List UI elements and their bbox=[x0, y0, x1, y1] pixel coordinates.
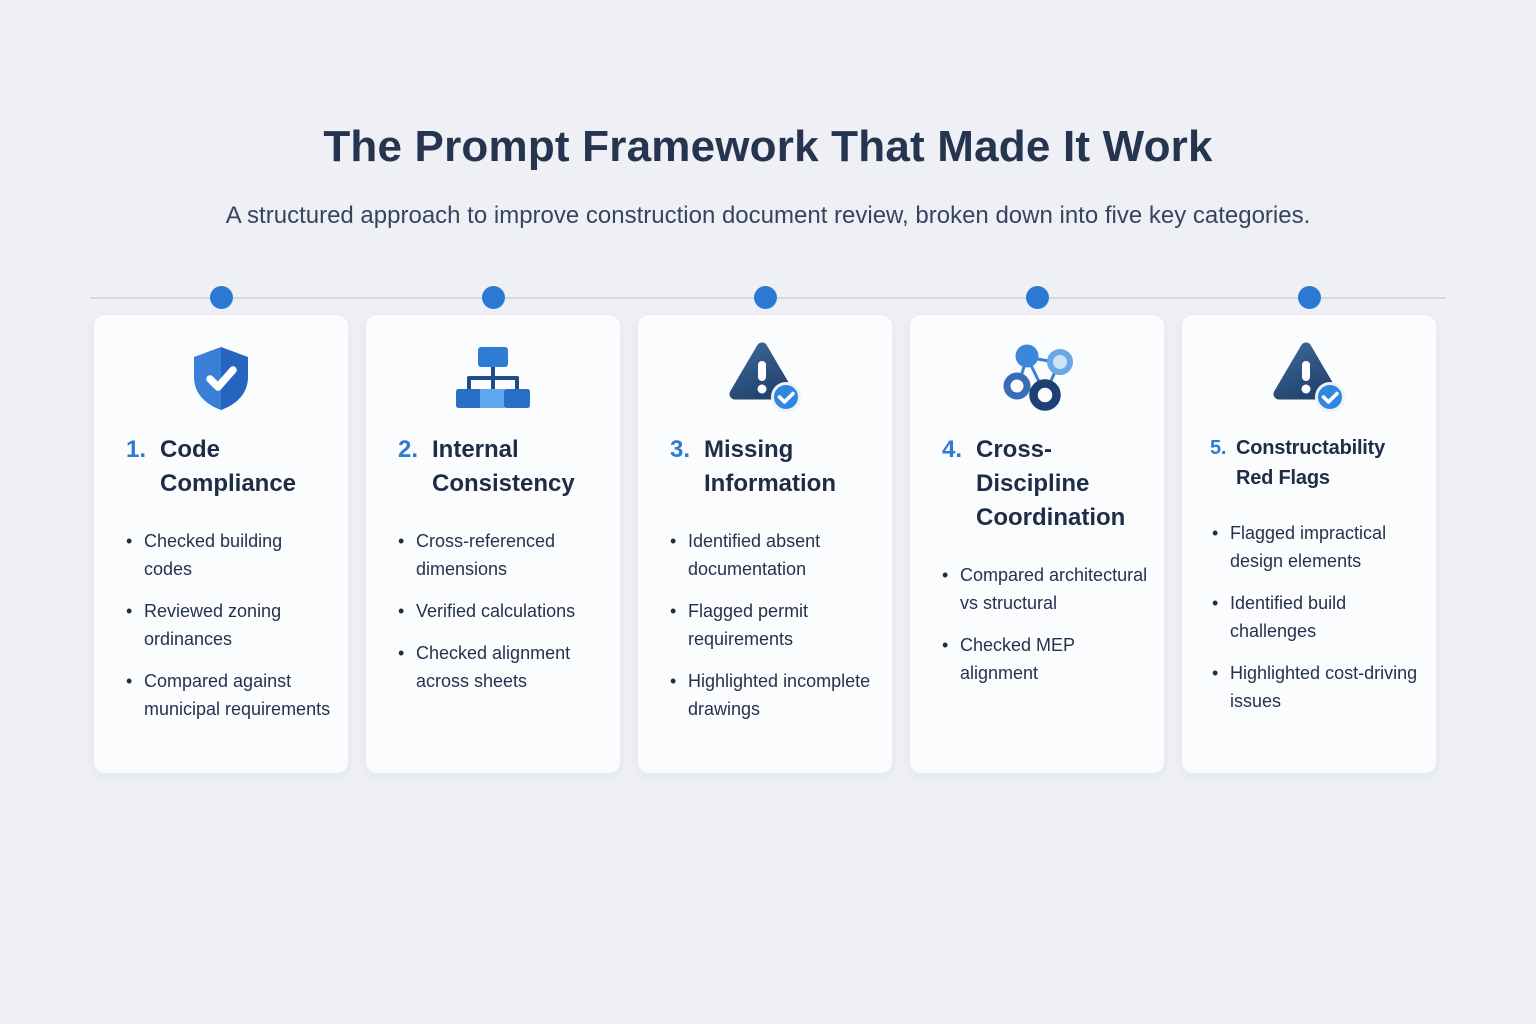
bullet-text: Checked building codes bbox=[144, 531, 283, 579]
timeline bbox=[0, 286, 1536, 310]
bullet-item: Highlighted incomplete drawings bbox=[670, 667, 876, 723]
card-title: Missing Information bbox=[704, 436, 836, 497]
bullet-item: Identified build challenges bbox=[1212, 589, 1420, 645]
bullet-text: Highlighted cost-driving issues bbox=[1230, 663, 1418, 711]
card-number: 4. bbox=[942, 436, 963, 463]
card-internal-consistency: 2. Internal Consistency Cross-referenced… bbox=[365, 314, 621, 774]
bullet-text: Cross-referenced dimensions bbox=[416, 531, 556, 579]
bullet-text: Verified calculations bbox=[416, 601, 576, 621]
bullet-text: Identified absent documentation bbox=[688, 531, 821, 579]
timeline-dot-col bbox=[93, 286, 349, 310]
timeline-dot-col bbox=[365, 286, 621, 310]
page-title: The Prompt Framework That Made It Work bbox=[323, 122, 1213, 171]
card-title: Cross-Discipline Coordination bbox=[976, 436, 1126, 531]
card-number: 5. bbox=[1210, 437, 1227, 459]
network-nodes-icon bbox=[910, 339, 1164, 417]
timeline-dots bbox=[0, 286, 1536, 310]
card-constructability-red-flags: 5. Constructability Red Flags Flagged im… bbox=[1181, 314, 1437, 774]
bullet-text: Flagged impractical design elements bbox=[1230, 523, 1387, 571]
bullet-list: Cross-referenced dimensions Verified cal… bbox=[398, 527, 604, 695]
card-heading: 3. Missing Information bbox=[670, 433, 874, 501]
bullet-item: Identified absent documentation bbox=[670, 527, 876, 583]
bullet-text: Reviewed zoning ordinances bbox=[144, 601, 282, 649]
card-heading: 2. Internal Consistency bbox=[398, 433, 602, 501]
bullet-list: Compared architectural vs structural Che… bbox=[942, 561, 1148, 687]
card-title: Code Compliance bbox=[160, 436, 297, 497]
bullet-item: Verified calculations bbox=[398, 597, 604, 625]
card-heading: 1. Code Compliance bbox=[126, 433, 330, 501]
card-title: Internal Consistency bbox=[432, 436, 575, 497]
bullet-item: Reviewed zoning ordinances bbox=[126, 597, 332, 653]
card-heading: 5. Constructability Red Flags bbox=[1210, 433, 1418, 493]
timeline-dot bbox=[753, 286, 777, 309]
org-chart-icon bbox=[366, 339, 620, 417]
card-missing-information: 3. Missing Information Identified absent… bbox=[637, 314, 893, 774]
warning-check-icon bbox=[1182, 339, 1436, 417]
bullet-text: Checked alignment across sheets bbox=[416, 643, 571, 691]
card-title: Constructability Red Flags bbox=[1236, 437, 1386, 489]
card-code-compliance: 1. Code Compliance Checked building code… bbox=[93, 314, 349, 774]
warning-check-icon bbox=[638, 339, 892, 417]
shield-check-icon bbox=[94, 339, 348, 417]
timeline-dot bbox=[1297, 286, 1321, 309]
bullet-item: Compared architectural vs structural bbox=[942, 561, 1148, 617]
timeline-dot bbox=[209, 286, 233, 309]
bullet-text: Compared architectural vs structural bbox=[960, 565, 1148, 613]
timeline-dot bbox=[481, 286, 505, 309]
bullet-item: Checked alignment across sheets bbox=[398, 639, 604, 695]
card-heading: 4. Cross-Discipline Coordination bbox=[942, 433, 1146, 535]
bullet-item: Flagged permit requirements bbox=[670, 597, 876, 653]
card-number: 3. bbox=[670, 436, 691, 463]
bullet-item: Flagged impractical design elements bbox=[1212, 519, 1420, 575]
card-number: 1. bbox=[126, 436, 147, 463]
bullet-item: Compared against municipal requirements bbox=[126, 667, 332, 723]
bullet-text: Highlighted incomplete drawings bbox=[688, 671, 871, 719]
timeline-dot-col bbox=[637, 286, 893, 310]
bullet-item: Checked building codes bbox=[126, 527, 332, 583]
bullet-item: Highlighted cost-driving issues bbox=[1212, 659, 1420, 715]
timeline-dot-col bbox=[909, 286, 1165, 310]
bullet-text: Compared against municipal requirements bbox=[144, 671, 331, 719]
card-cross-discipline-coordination: 4. Cross-Discipline Coordination Compare… bbox=[909, 314, 1165, 774]
bullet-list: Checked building codes Reviewed zoning o… bbox=[126, 527, 332, 723]
bullet-list: Flagged impractical design elements Iden… bbox=[1212, 519, 1420, 715]
bullet-item: Cross-referenced dimensions bbox=[398, 527, 604, 583]
cards-row: 1. Code Compliance Checked building code… bbox=[0, 310, 1536, 774]
card-number: 2. bbox=[398, 436, 419, 463]
bullet-list: Identified absent documentation Flagged … bbox=[670, 527, 876, 723]
bullet-item: Checked MEP alignment bbox=[942, 631, 1148, 687]
bullet-text: Flagged permit requirements bbox=[688, 601, 809, 649]
bullet-text: Identified build challenges bbox=[1230, 593, 1347, 641]
page-subtitle: A structured approach to improve constru… bbox=[225, 202, 1311, 229]
timeline-dot-col bbox=[1181, 286, 1437, 310]
timeline-dot bbox=[1025, 286, 1049, 309]
bullet-text: Checked MEP alignment bbox=[960, 635, 1075, 683]
